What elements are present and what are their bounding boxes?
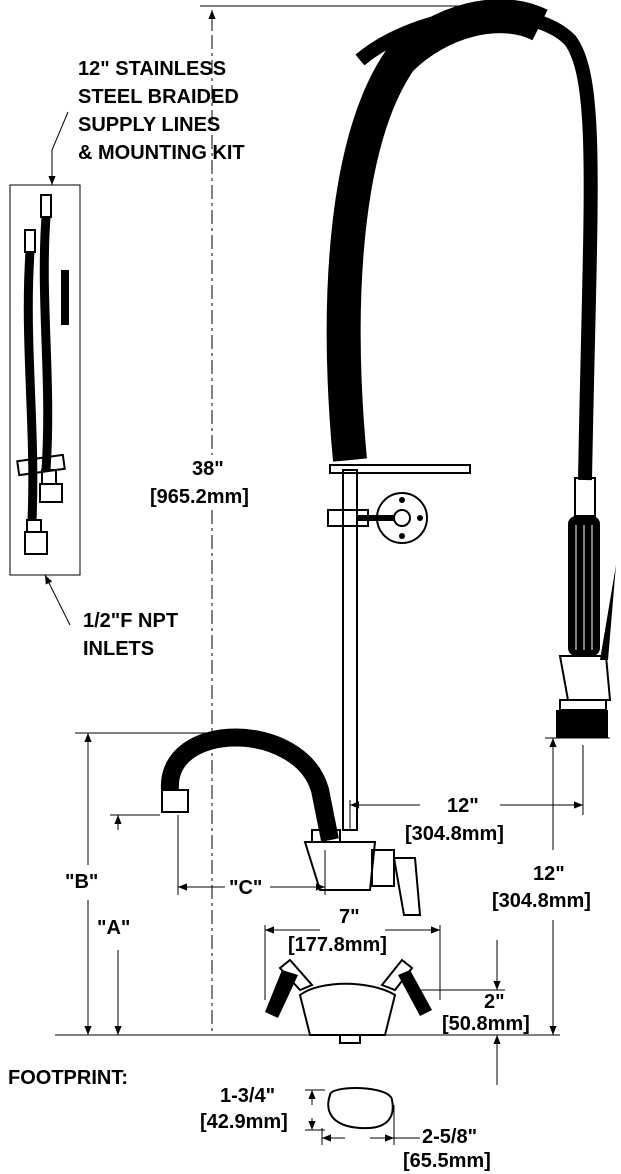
dim-b-label: "B" — [65, 871, 98, 893]
footprint-shape — [327, 1087, 394, 1130]
footprint-title: FOOTPRINT: — [8, 1067, 128, 1089]
footprint-length-label: 2-5/8" — [422, 1126, 477, 1148]
reach-label: 12" — [447, 795, 479, 817]
kit-label-line3: SUPPLY LINES — [78, 114, 220, 136]
kit-leader — [51, 111, 69, 185]
spray-valve — [556, 477, 616, 738]
inlet-label-line2: INLETS — [83, 638, 154, 660]
centers-mm-label: [177.8mm] — [288, 934, 387, 956]
supply-lines-illustration — [16, 194, 69, 555]
deck-mm-label: [50.8mm] — [442, 1013, 530, 1035]
height-mm-label: [965.2mm] — [150, 486, 249, 508]
inlet-label-line1: 1/2"F NPT — [83, 610, 178, 632]
spray-height-mm-label: [304.8mm] — [492, 890, 591, 912]
deck-label: 2" — [484, 991, 505, 1013]
inlet-leader — [44, 574, 71, 626]
footprint-width-mm-label: [42.9mm] — [200, 1111, 288, 1133]
faucet-body — [160, 728, 432, 1044]
reach-mm-label: [304.8mm] — [405, 823, 504, 845]
dim-a-label: "A" — [97, 917, 130, 939]
kit-label-line2: STEEL BRAIDED — [78, 86, 239, 108]
footprint-length-mm-label: [65.5mm] — [403, 1150, 491, 1172]
spray-height-label: 12" — [533, 863, 565, 885]
spring-coil — [326, 0, 548, 462]
kit-label-line1: 12" STAINLESS — [78, 58, 226, 80]
kit-label-line4: & MOUNTING KIT — [78, 142, 245, 164]
footprint-width-label: 1-3/4" — [220, 1085, 275, 1107]
height-label: 38" — [192, 458, 224, 480]
centers-label: 7" — [339, 906, 360, 928]
dim-c-label: "C" — [229, 877, 262, 899]
riser-pipe — [327, 464, 471, 831]
